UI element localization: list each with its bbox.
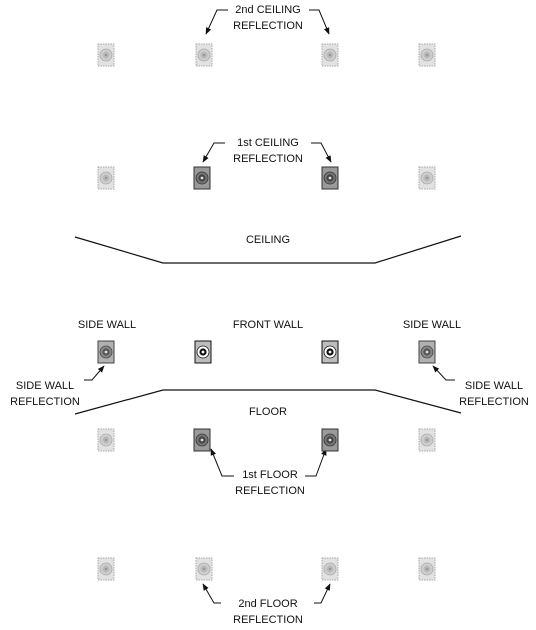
label-line: REFLECTION bbox=[235, 485, 305, 497]
speaker-dust-cap bbox=[104, 567, 108, 571]
first-ceiling-reflection-label: 1st CEILING REFLECTION bbox=[233, 135, 303, 167]
speaker-icon bbox=[193, 166, 211, 190]
label-line: 2nd FLOOR bbox=[238, 598, 298, 610]
speaker-dust-cap bbox=[425, 350, 429, 354]
speaker-icon bbox=[321, 340, 339, 364]
side-wall-right-label: SIDE WALL bbox=[402, 319, 462, 331]
speaker-icon bbox=[97, 43, 115, 67]
arrow-icon bbox=[210, 448, 234, 477]
speaker-dust-cap bbox=[425, 176, 429, 180]
speaker-dust-cap bbox=[104, 176, 108, 180]
speaker-dust-cap bbox=[202, 567, 206, 571]
speaker-icon bbox=[97, 166, 115, 190]
speaker-icon bbox=[321, 557, 339, 581]
arrow-icon bbox=[202, 142, 225, 163]
speaker-icon bbox=[418, 166, 436, 190]
speaker-icon bbox=[97, 428, 115, 452]
speaker-dust-cap bbox=[425, 438, 429, 442]
label-line: REFLECTION bbox=[459, 396, 529, 408]
second-ceiling-reflection-label: 2nd CEILING REFLECTION bbox=[233, 2, 303, 34]
speaker-dust-cap bbox=[328, 438, 332, 442]
speaker-icon bbox=[194, 340, 212, 364]
label-line: REFLECTION bbox=[10, 396, 80, 408]
arrow-icon bbox=[84, 365, 105, 381]
speaker-dust-cap bbox=[200, 438, 204, 442]
first-floor-reflection-label: 1st FLOOR REFLECTION bbox=[235, 467, 305, 499]
speaker-dust-cap bbox=[328, 567, 332, 571]
label-line: 2nd CEILING bbox=[235, 4, 301, 16]
speaker-icon bbox=[193, 428, 211, 452]
speaker-icon bbox=[195, 557, 213, 581]
ceiling-label: CEILING bbox=[245, 234, 291, 246]
speaker-dust-cap bbox=[328, 53, 332, 57]
label-line: SIDE WALL bbox=[464, 380, 524, 392]
arrow-icon bbox=[205, 9, 228, 35]
speaker-icon bbox=[321, 43, 339, 67]
label-line: REFLECTION bbox=[233, 614, 303, 626]
speaker-dust-cap bbox=[328, 176, 332, 180]
speaker-dust-cap bbox=[328, 350, 332, 354]
side-wall-left-label: SIDE WALL bbox=[77, 319, 137, 331]
speaker-dust-cap bbox=[201, 350, 205, 354]
speaker-dust-cap bbox=[104, 350, 108, 354]
speaker-dust-cap bbox=[104, 53, 108, 57]
speaker-icon bbox=[321, 166, 339, 190]
ceiling-line bbox=[74, 235, 462, 264]
speaker-dust-cap bbox=[200, 176, 204, 180]
floor-label: FLOOR bbox=[249, 406, 287, 418]
speaker-dust-cap bbox=[425, 53, 429, 57]
label-line: 1st CEILING bbox=[237, 137, 299, 149]
speaker-icon bbox=[418, 340, 436, 364]
speaker-dust-cap bbox=[104, 438, 108, 442]
arrow-icon bbox=[305, 448, 327, 477]
floor-line bbox=[74, 389, 462, 415]
speaker-dust-cap bbox=[425, 567, 429, 571]
arrow-icon bbox=[202, 583, 221, 604]
side-wall-reflection-right-label: SIDE WALL REFLECTION bbox=[459, 378, 529, 410]
label-line: REFLECTION bbox=[233, 153, 303, 165]
arrow-icon bbox=[311, 142, 332, 163]
arrow-icon bbox=[432, 365, 455, 381]
speaker-icon bbox=[418, 43, 436, 67]
arrow-icon bbox=[309, 9, 330, 35]
speaker-icon bbox=[97, 557, 115, 581]
speaker-icon bbox=[418, 428, 436, 452]
second-floor-reflection-label: 2nd FLOOR REFLECTION bbox=[233, 596, 303, 628]
front-wall-label: FRONT WALL bbox=[232, 319, 304, 331]
speaker-dust-cap bbox=[202, 53, 206, 57]
speaker-icon bbox=[418, 557, 436, 581]
speaker-icon bbox=[321, 428, 339, 452]
label-line: 1st FLOOR bbox=[242, 469, 298, 481]
side-wall-reflection-left-label: SIDE WALL REFLECTION bbox=[10, 378, 80, 410]
label-line: SIDE WALL bbox=[15, 380, 75, 392]
speaker-icon bbox=[195, 43, 213, 67]
speaker-icon bbox=[97, 340, 115, 364]
label-line: REFLECTION bbox=[233, 20, 303, 32]
arrow-icon bbox=[314, 583, 331, 604]
